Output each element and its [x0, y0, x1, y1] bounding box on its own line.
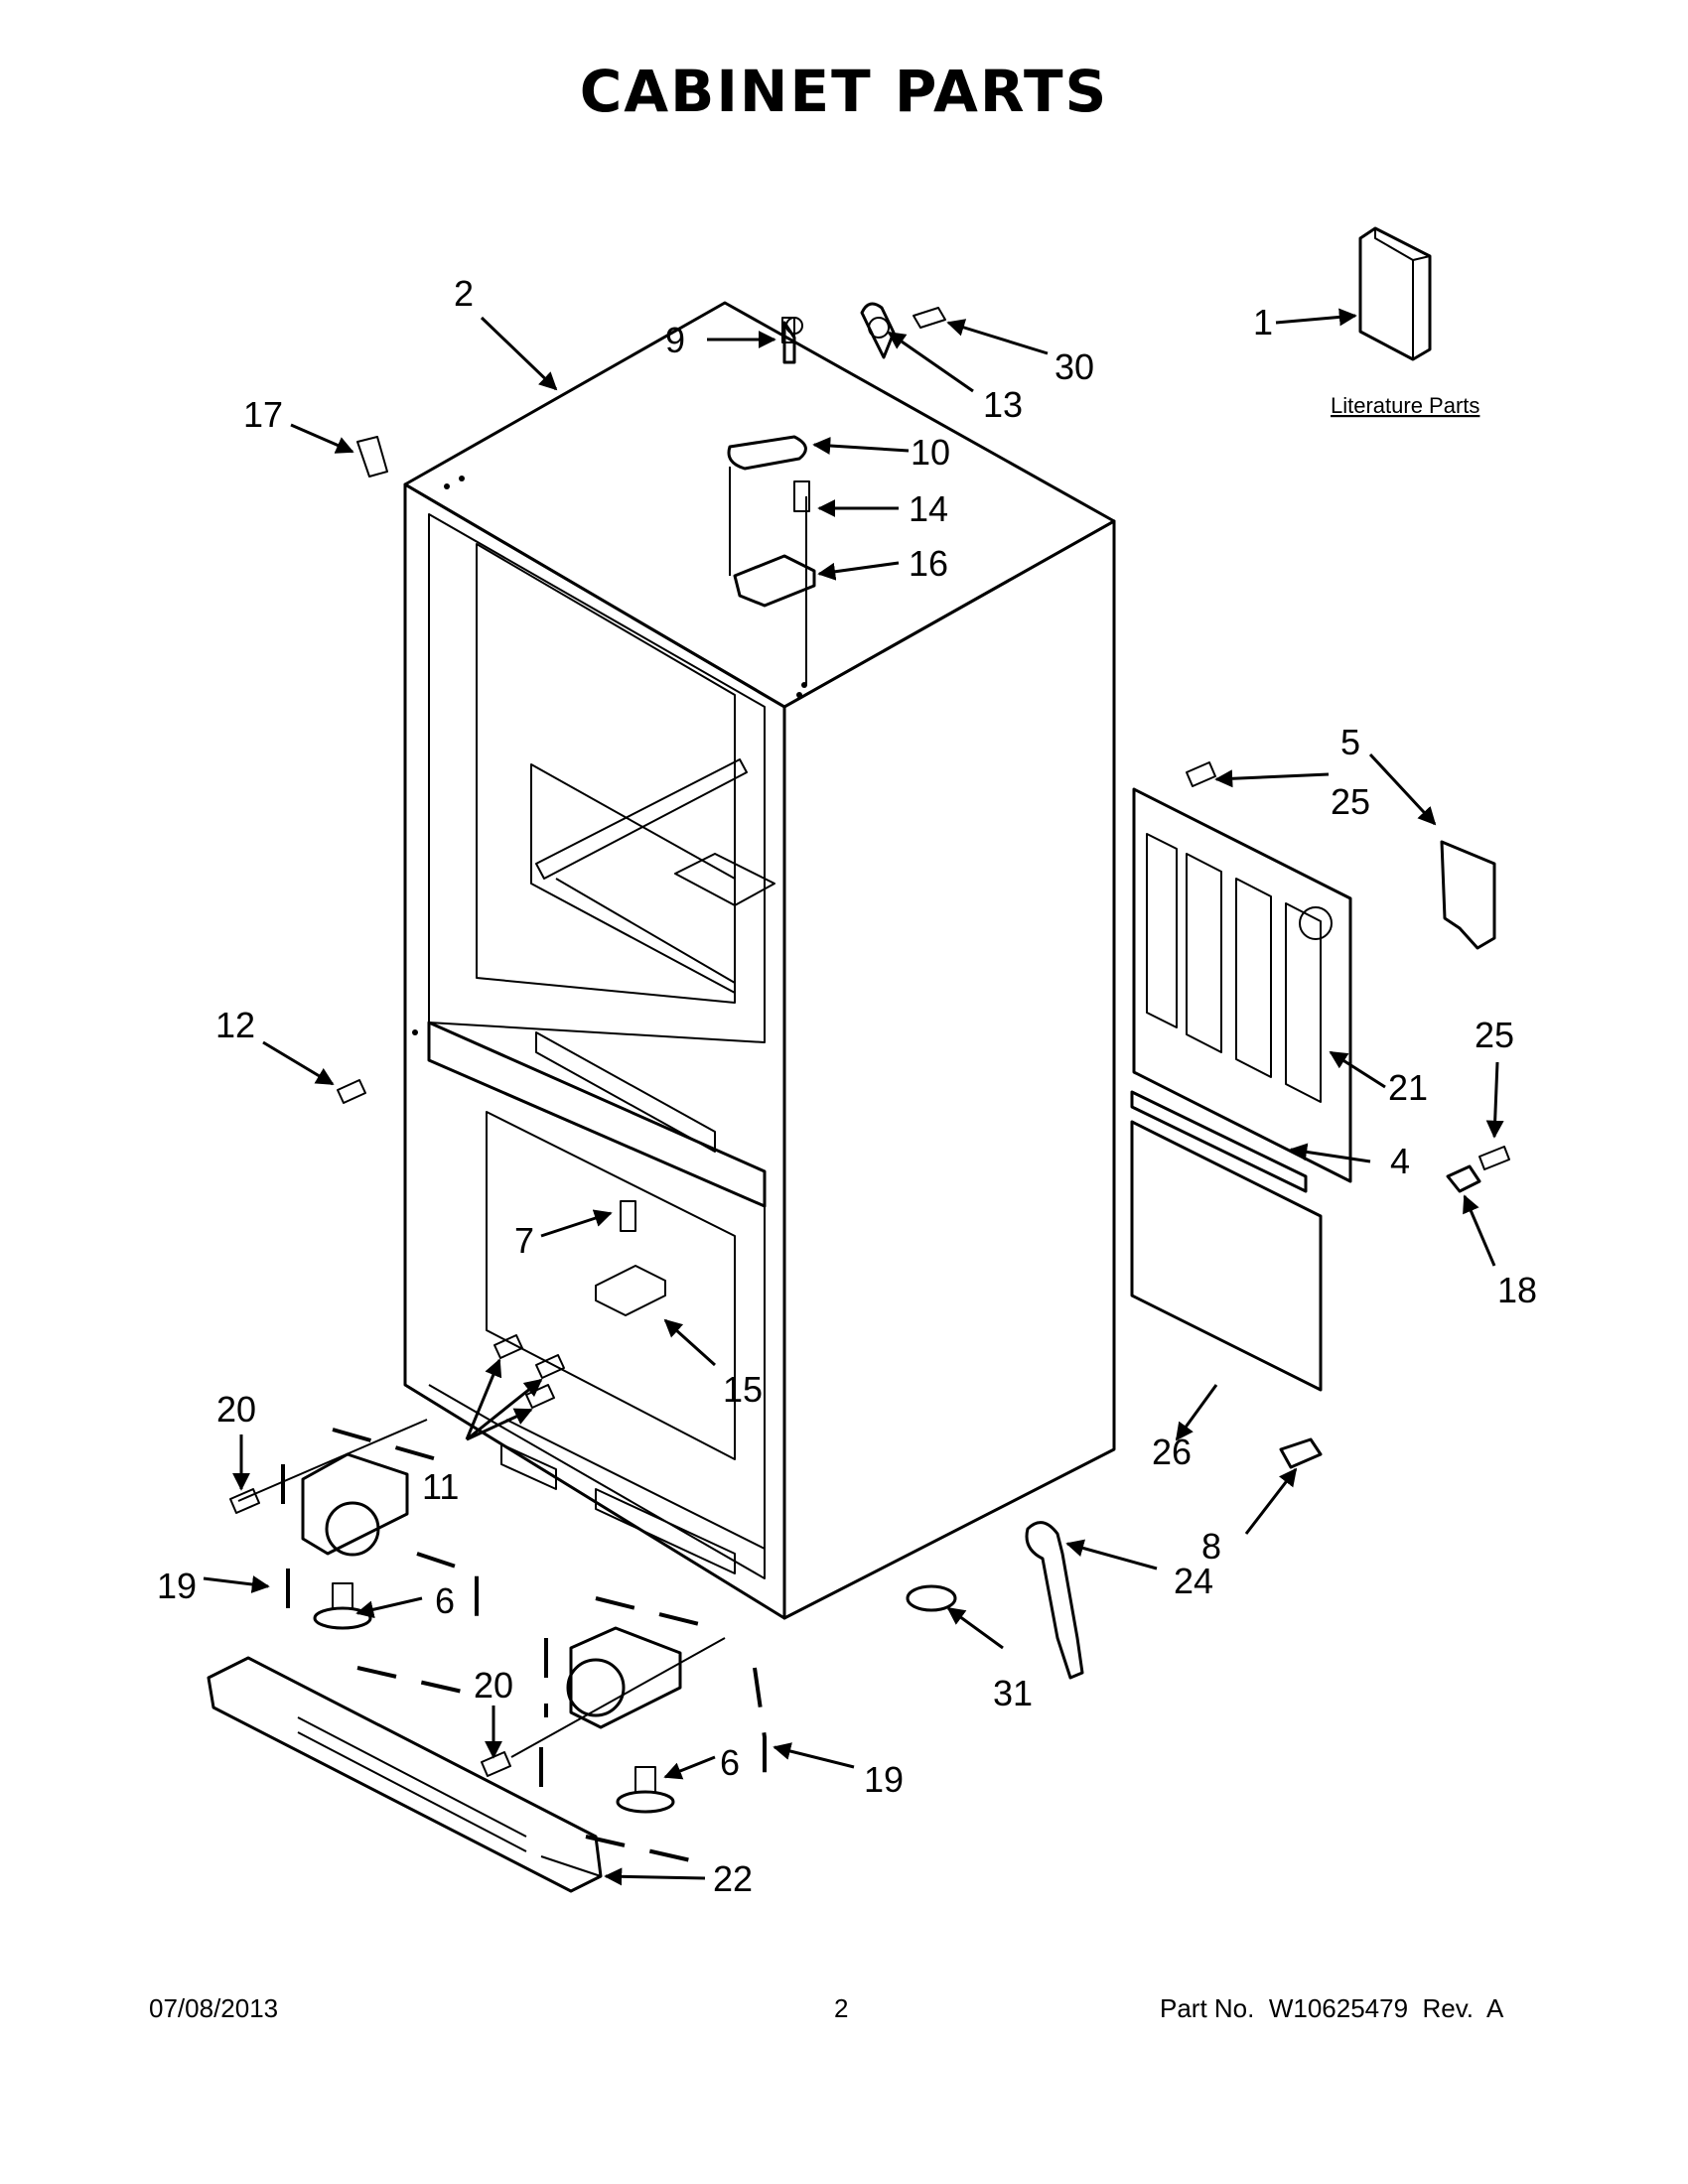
callout-17: 17: [243, 394, 283, 435]
callout-12: 12: [215, 1005, 255, 1045]
hinge-cover-part-13: [860, 302, 946, 359]
callout-6b: 6: [720, 1742, 740, 1783]
bracket-part-18: [1446, 1164, 1481, 1193]
screw-part-25-top: [1186, 761, 1216, 787]
callout-18: 18: [1497, 1270, 1537, 1310]
callout-25a: 25: [1331, 781, 1370, 822]
callout-8: 8: [1201, 1526, 1221, 1567]
screw-part-7: [620, 1200, 636, 1232]
callout-14: 14: [909, 488, 948, 529]
screw-part-20-left: [229, 1488, 260, 1514]
roller-assembly-left: [237, 1419, 479, 1695]
callout-25b: 25: [1475, 1015, 1514, 1055]
clip-part-8: [1279, 1437, 1323, 1469]
footer-part-number: Part No. W10625479 Rev. A: [1160, 1993, 1504, 2023]
clip-part-5: [1440, 840, 1496, 950]
callout-5: 5: [1340, 722, 1360, 762]
roller-assembly-right: [510, 1596, 767, 1863]
callout-6a: 6: [435, 1580, 455, 1621]
screw-part-20-right: [481, 1751, 511, 1777]
callout-26: 26: [1152, 1432, 1192, 1472]
rear-access-panel: [1132, 787, 1352, 1183]
callout-9: 9: [665, 320, 685, 360]
toe-grille: [207, 1656, 603, 1893]
footer-page-number: 2: [834, 1993, 849, 2023]
callout-24: 24: [1174, 1561, 1213, 1601]
leveling-wrench: [1025, 1521, 1084, 1680]
callout-1: 1: [1253, 302, 1273, 342]
clip-part-17: [356, 436, 388, 478]
page-title: CABINET PARTS: [579, 58, 1109, 125]
callout-20a: 20: [216, 1389, 256, 1430]
lower-rear-panel: [1130, 1120, 1323, 1392]
cabinet-body: [403, 301, 1116, 1620]
callout-19b: 19: [864, 1759, 904, 1800]
callout-7: 7: [514, 1220, 534, 1261]
callout-4: 4: [1390, 1141, 1410, 1181]
top-hinge-assembly: [727, 317, 816, 685]
rear-strip: [1130, 1090, 1308, 1193]
callout-11: 11: [422, 1466, 459, 1507]
callout-2: 2: [454, 273, 474, 314]
callout-13: 13: [983, 384, 1023, 425]
screw-part-25-right: [1478, 1146, 1510, 1170]
callout-19a: 19: [157, 1566, 197, 1606]
bracket-part-15: [595, 1265, 666, 1316]
screws-part-11: [493, 1334, 565, 1409]
callout-31: 31: [993, 1673, 1033, 1713]
screw-part-9: [781, 317, 795, 343]
callout-16: 16: [909, 543, 948, 584]
callout-22: 22: [713, 1858, 753, 1899]
footer-date: 07/08/2013: [149, 1993, 279, 2023]
callout-10: 10: [911, 432, 950, 473]
screw-part-14: [793, 480, 810, 512]
callout-arrows: [203, 308, 1504, 1886]
literature-book: [1358, 226, 1432, 361]
ring-part-31: [906, 1584, 957, 1612]
callout-15: 15: [723, 1369, 763, 1410]
callout-20b: 20: [474, 1665, 513, 1706]
callout-21: 21: [1388, 1067, 1428, 1108]
literature-parts-caption: Literature Parts: [1331, 393, 1479, 418]
callout-labels: 1 2 4 5 6 6 7 8 9 10 11 12 13 14 15 16 1…: [157, 273, 1537, 1899]
callout-30: 30: [1055, 346, 1094, 387]
screw-part-12: [337, 1079, 366, 1104]
